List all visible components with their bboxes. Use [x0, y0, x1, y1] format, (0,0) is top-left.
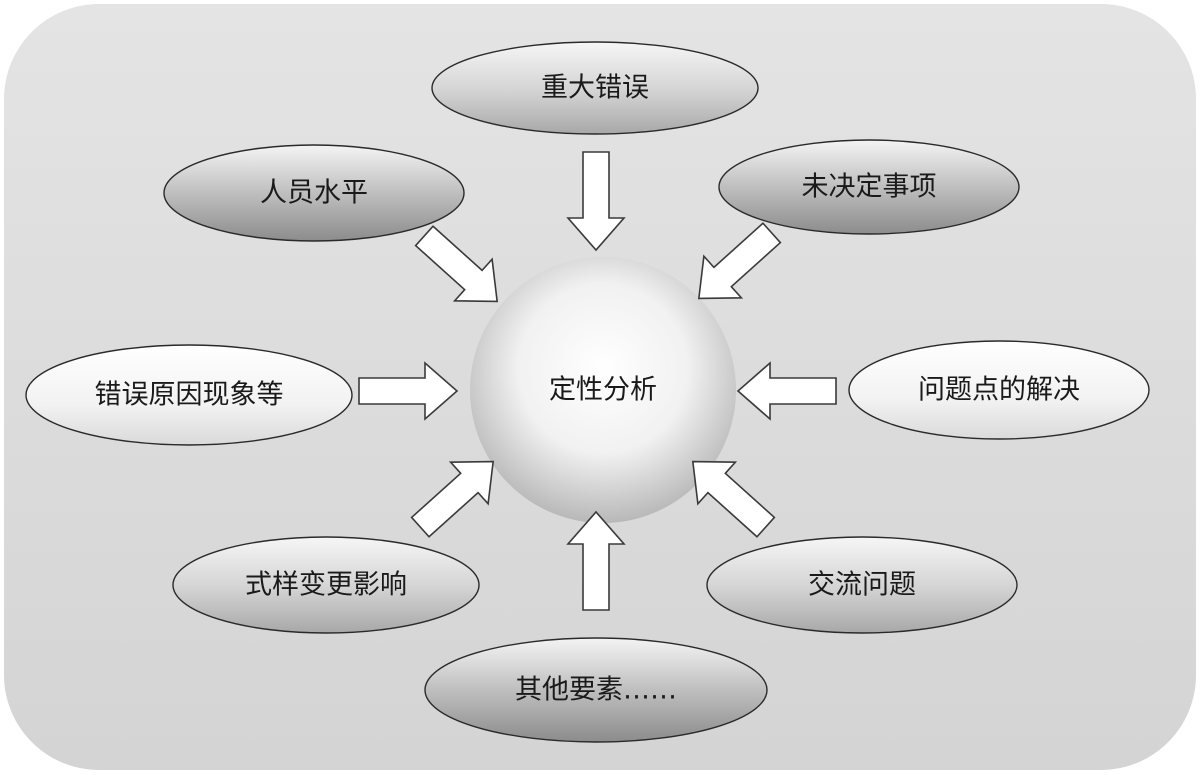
node-top-right: 未决定事项 — [718, 139, 1020, 235]
node-top-left-label: 人员水平 — [260, 178, 368, 209]
center-label: 定性分析 — [549, 375, 657, 406]
node-bottom-left-label: 式样变更影响 — [245, 570, 407, 601]
node-top-left: 人员水平 — [163, 144, 465, 242]
center-node: 定性分析 — [470, 257, 736, 523]
node-bottom-left: 式样变更影响 — [172, 536, 480, 634]
node-bottom: 其他要素…… — [424, 637, 768, 743]
node-left: 错误原因现象等 — [25, 344, 353, 446]
node-bottom-right-label: 交流问题 — [808, 570, 916, 601]
node-right: 问题点的解决 — [848, 340, 1150, 440]
node-top-label: 重大错误 — [541, 73, 649, 104]
node-bottom-right: 交流问题 — [706, 536, 1018, 634]
node-bottom-label: 其他要素…… — [515, 675, 677, 706]
node-top: 重大错误 — [431, 41, 759, 135]
node-right-label: 问题点的解决 — [918, 375, 1080, 406]
node-top-right-label: 未决定事项 — [802, 172, 937, 203]
node-left-label: 错误原因现象等 — [95, 380, 284, 411]
